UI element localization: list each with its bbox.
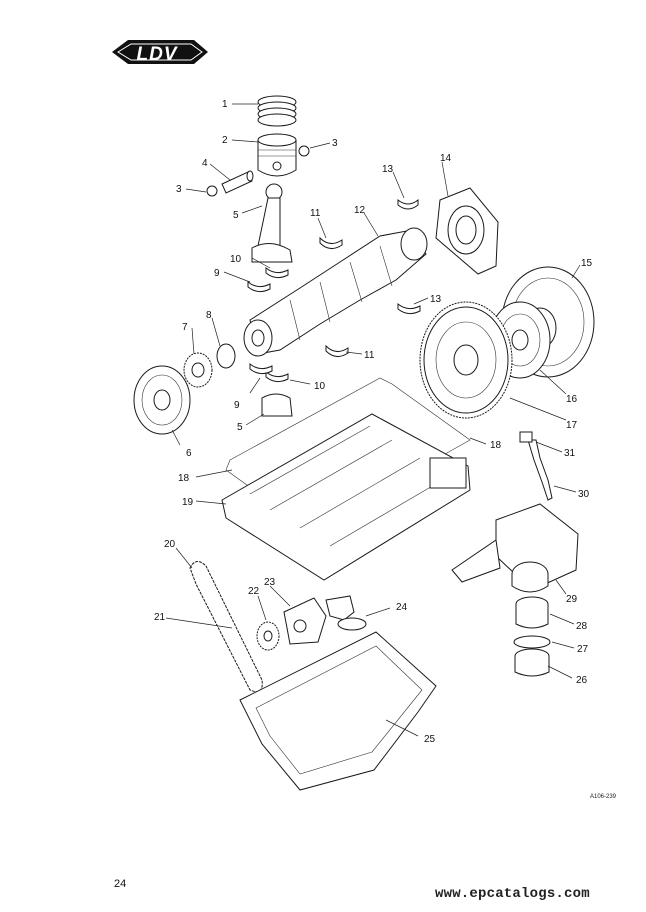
flywheel — [419, 301, 513, 419]
oil-pump-sprocket — [256, 621, 280, 651]
callout-17: 17 — [566, 420, 578, 431]
piston-rings — [257, 95, 297, 127]
oil-pump — [283, 597, 327, 645]
callout-23: 23 — [264, 577, 276, 588]
crankshaft — [243, 227, 428, 357]
callout-20: 20 — [164, 539, 176, 550]
callout-18: 18 — [490, 440, 502, 451]
o-ring — [513, 635, 551, 649]
bearing-shell — [397, 198, 419, 210]
oil-filter-housing — [451, 503, 579, 593]
callout-11: 11 — [310, 208, 321, 219]
callout-12: 12 — [354, 205, 366, 216]
circlip — [206, 185, 218, 197]
callout-1: 1 — [222, 99, 228, 110]
piston — [257, 133, 297, 177]
ladder-frame-gasket — [225, 377, 471, 531]
callout-8: 8 — [206, 310, 212, 321]
callout-16: 16 — [566, 394, 578, 405]
leader-lines — [165, 103, 581, 737]
callout-15: 15 — [581, 258, 593, 269]
callouts: 1 2 3 3 4 5 5 6 7 8 9 9 10 10 11 11 12 1… — [154, 99, 593, 745]
logo-text: LDV — [137, 44, 178, 65]
callout-9: 9 — [214, 268, 220, 279]
oil-pump-chain — [189, 561, 263, 693]
bearing-shell — [265, 370, 289, 383]
callout-2: 2 — [222, 135, 228, 146]
bearing-shell — [319, 236, 343, 249]
callout-21: 21 — [154, 612, 166, 623]
circlip — [298, 145, 310, 157]
bearing-shell — [247, 280, 271, 293]
ladder-frame — [221, 413, 471, 581]
callout-26: 26 — [576, 675, 588, 686]
rod-cap — [261, 393, 293, 417]
callout-24: 24 — [396, 602, 408, 613]
timing-sprocket — [183, 352, 213, 388]
callout-9: 9 — [234, 400, 240, 411]
front-seal — [216, 343, 236, 369]
oil-pickup — [325, 595, 367, 631]
connecting-rod — [251, 183, 293, 263]
ldv-logo: LDV — [112, 40, 208, 65]
callout-25: 25 — [424, 734, 436, 745]
callout-13: 13 — [430, 294, 442, 305]
callout-29: 29 — [566, 594, 578, 605]
callout-18: 18 — [178, 473, 190, 484]
page-number: 24 — [114, 878, 127, 890]
callout-13: 13 — [382, 164, 394, 175]
callout-19: 19 — [182, 497, 194, 508]
callout-22: 22 — [248, 586, 260, 597]
callout-3: 3 — [176, 184, 182, 195]
callout-5: 5 — [237, 422, 243, 433]
callout-14: 14 — [440, 153, 452, 164]
gudgeon-pin — [221, 170, 254, 194]
callout-5: 5 — [233, 210, 239, 221]
callout-10: 10 — [314, 381, 326, 392]
oil-sump — [239, 631, 437, 791]
callout-4: 4 — [202, 158, 208, 169]
callout-10: 10 — [230, 254, 242, 265]
oil-pipe — [519, 431, 553, 501]
callout-11: 11 — [364, 350, 375, 361]
callout-6: 6 — [186, 448, 192, 459]
oil-filter-element — [515, 596, 549, 629]
callout-27: 27 — [577, 644, 589, 655]
callout-7: 7 — [182, 322, 188, 333]
watermark: www.epcatalogs.com — [435, 886, 590, 902]
figure-reference: A106-239 — [590, 794, 617, 800]
bearing-shell — [265, 266, 289, 279]
callout-31: 31 — [564, 448, 576, 459]
callout-30: 30 — [578, 489, 590, 500]
bearing-shell — [397, 302, 421, 315]
crank-pulley — [133, 365, 191, 435]
bearing-shell — [325, 344, 349, 357]
callout-3: 3 — [332, 138, 338, 149]
oil-filter-cap — [514, 648, 550, 677]
rear-oil-seal-housing — [435, 187, 499, 275]
bearing-shell — [249, 362, 273, 375]
callout-28: 28 — [576, 621, 588, 632]
